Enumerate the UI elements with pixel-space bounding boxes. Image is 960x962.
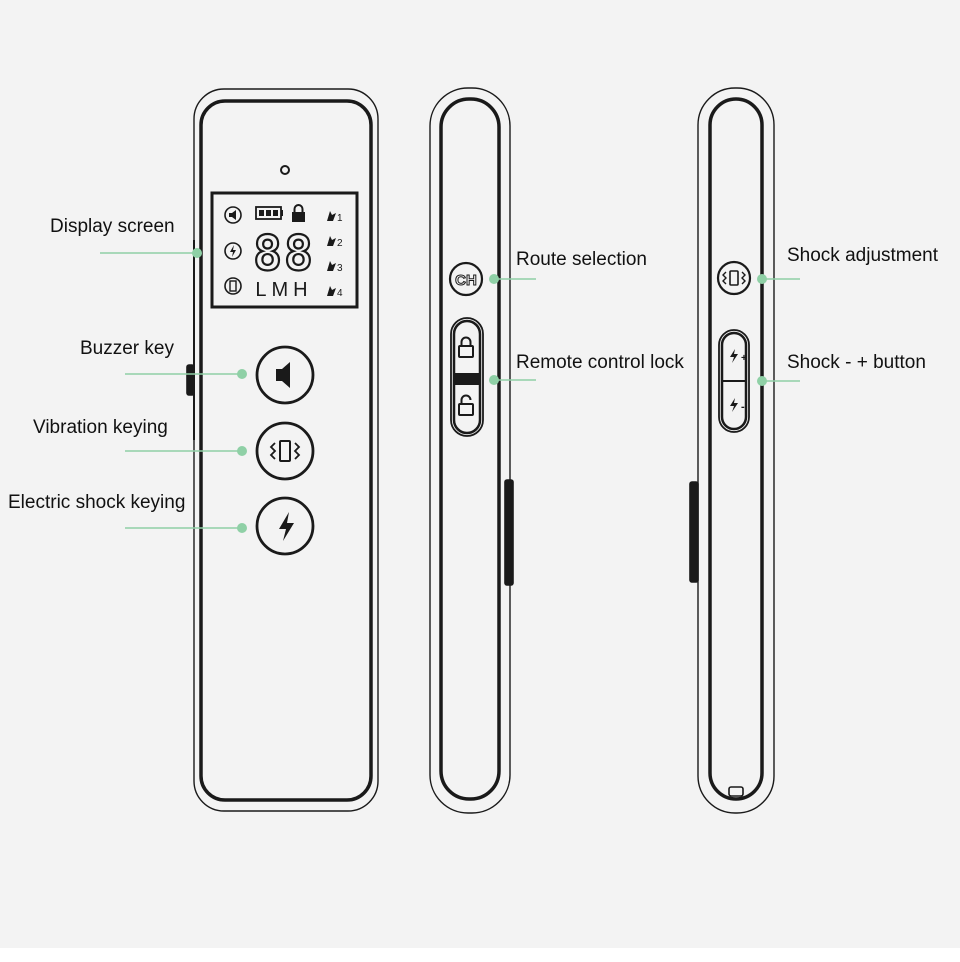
callout-dot-shock [237,523,247,533]
label-electric-shock-keying: Electric shock keying [8,492,186,513]
callout-dot-shock-adjust [757,274,767,284]
right-side-outer [697,87,775,814]
lock-shackle [293,204,304,212]
vibration-waves-left [722,271,727,285]
lcd-sound-icon [224,206,242,224]
route-selection-label: CH [455,272,477,289]
vibration-waves-right [293,442,301,460]
lightning-icon [730,398,738,412]
front-view [186,88,379,812]
vibration-waves-right [741,271,746,285]
lightning-icon [730,349,738,363]
lcd-frame [210,191,359,309]
lcd-channel-3: 3 [337,263,343,274]
callout-dot-buzzer [237,369,247,379]
front-body-outer [193,88,379,812]
label-display-screen: Display screen [50,216,175,237]
callout-dot-vibration [237,446,247,456]
shock-button-outer [718,329,750,433]
lcd-channel-4: 4 [337,288,343,299]
lock-shackle [460,336,472,346]
lcd-shock-icon [224,242,242,260]
shock-key-ring [255,496,315,556]
dog-icon [327,211,336,221]
left-side-view [429,87,514,814]
speaker-icon [229,210,236,220]
lock-icon [292,212,305,222]
lock-switch-outer [450,317,484,437]
vibration-key-ring [255,421,315,481]
left-side-outer [429,87,511,814]
bottom-strip [0,948,960,962]
charge-port [728,786,744,797]
right-side-rail [689,481,699,583]
front-side-tab [186,364,195,396]
left-side-rail [504,479,514,586]
callout-dot-display [192,248,202,258]
vibration-icon [229,280,237,292]
lock-icon [458,345,474,358]
callout-dot-lock [489,375,499,385]
lcd-levels: LMH [255,279,312,301]
route-selection-button [448,261,484,297]
battery-cell-1 [259,210,264,216]
battery-cell-3 [273,210,278,216]
indicator-led [280,165,290,175]
label-shock-adjustment: Shock adjustment [787,245,939,266]
right-side-view [689,87,775,814]
label-route-selection: Route selection [516,249,647,270]
dog-icon [327,286,336,296]
lightning-icon [230,245,236,257]
display-screen [210,191,359,309]
battery-tip [281,210,283,216]
speaker-icon [276,362,290,388]
lcd-channel-2: 2 [337,238,343,249]
vibration-waves-left [269,442,277,460]
unlock-shackle [460,394,472,404]
lcd-channel-1: 1 [337,213,343,224]
dog-icon [327,261,336,271]
vibration-icon [279,440,291,462]
buzzer-key-ring [255,345,315,405]
label-vibration-keying: Vibration keying [33,417,168,438]
lcd-digits: 88 [253,226,315,282]
vibration-icon [729,270,739,286]
lock-switch-inner [452,319,482,435]
battery-cell-2 [266,210,271,216]
shock-minus-sign: - [741,401,745,413]
callout-lines [100,248,800,533]
label-remote-control-lock: Remote control lock [516,352,684,373]
shock-adjustment-button [716,260,752,296]
right-side-inner [708,97,764,801]
callout-dot-shock-button [757,376,767,386]
lock-switch-slider [455,373,479,385]
lcd-vibration-icon [224,277,242,295]
callout-dot-route [489,274,499,284]
dog-icon [327,236,336,246]
lightning-icon [279,512,294,541]
lcd-channel-list: 1 2 3 4 [327,211,343,299]
shock-plus-sign: + [741,353,747,364]
unlock-icon [458,403,474,416]
label-shock-button: Shock - + button [787,352,926,373]
left-side-inner [439,97,501,801]
label-buzzer-key: Buzzer key [80,338,174,359]
